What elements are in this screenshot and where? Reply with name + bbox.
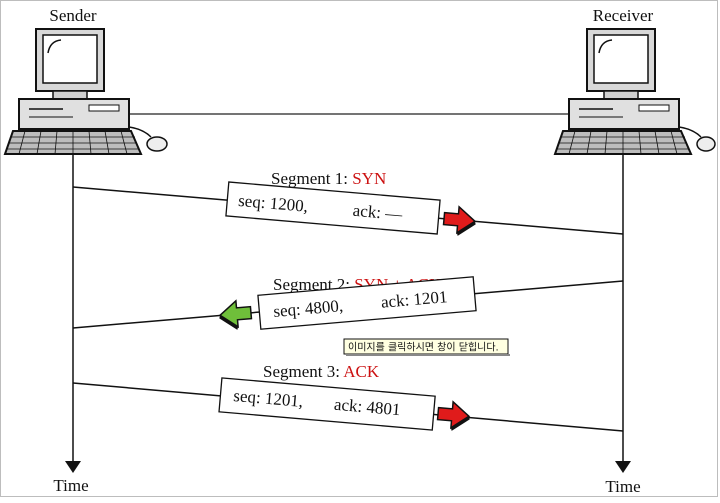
sender-computer-icon — [3, 28, 168, 155]
sender-time-arrowhead — [65, 461, 81, 473]
segment-3-packet-box — [218, 377, 436, 431]
segment-2-packet-box — [257, 276, 477, 330]
sender-time-label: Time — [53, 476, 88, 495]
segment-1: Segment 1: SYN seq: 1200, ack: — — [72, 169, 624, 236]
receiver-time-label: Time — [605, 477, 640, 496]
segment-3-arrow-icon — [436, 400, 471, 431]
receiver-label: Receiver — [593, 6, 654, 25]
segment-1-packet-box — [225, 181, 441, 235]
tooltip-text: 이미지를 클릭하시면 창이 닫힙니다. — [348, 341, 499, 354]
segment-3: Segment 3: ACK seq: 1201, ack: 4801 — [72, 362, 624, 432]
segment-3-title: Segment 3: ACK — [263, 362, 380, 381]
segment-1-ack: ack: — — [352, 201, 404, 224]
sender-label: Sender — [49, 6, 97, 25]
segment-1-title: Segment 1: SYN — [271, 169, 386, 188]
receiver-time-arrowhead — [615, 461, 631, 473]
segment-2-arrow-icon — [218, 299, 253, 330]
image-tooltip: 이미지를 클릭하시면 창이 닫힙니다. — [343, 338, 510, 356]
receiver-computer-icon — [553, 28, 716, 155]
segment-2: Segment 2: SYN + ACK seq: 4800, ack: 120… — [72, 275, 624, 330]
segment-1-arrow-icon — [442, 205, 477, 236]
